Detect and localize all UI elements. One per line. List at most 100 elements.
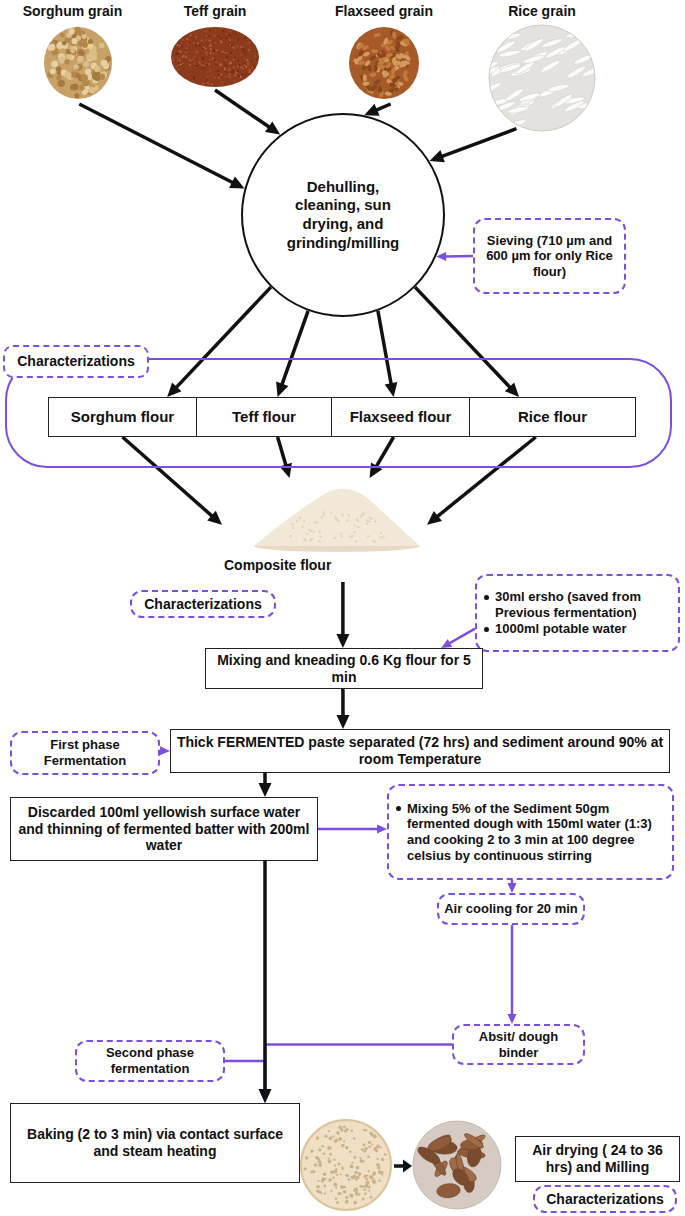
- flour-shade: [309, 539, 311, 541]
- grain: [177, 57, 179, 59]
- grain: [251, 60, 253, 62]
- injera-eye: [317, 1180, 319, 1182]
- grain: [180, 51, 182, 53]
- injera-eye: [324, 1192, 326, 1194]
- grain: [66, 54, 72, 60]
- flour-shade: [367, 535, 369, 537]
- flour-shade: [335, 518, 337, 520]
- text-wrap: Characterizations: [540, 1191, 670, 1208]
- grain: [202, 65, 204, 67]
- seed: [394, 45, 401, 53]
- injera-eye: [347, 1178, 350, 1181]
- grain-label: Teff grain: [160, 2, 270, 20]
- bullet-row: 1000ml potable water: [482, 621, 673, 637]
- injera-eye: [358, 1172, 362, 1176]
- band-heading-box: Characterizations: [3, 345, 149, 378]
- grain: [219, 63, 221, 65]
- seed: [369, 54, 377, 61]
- grain: [235, 33, 237, 35]
- flour-shade: [313, 531, 315, 533]
- grain: [56, 66, 61, 71]
- text-wrap: 30ml ersho (saved from Previous fermenta…: [482, 588, 673, 638]
- grain: [64, 59, 69, 64]
- connector-line: [440, 129, 516, 157]
- connector: [508, 925, 517, 1024]
- connector: [370, 437, 394, 478]
- grain: [240, 66, 242, 68]
- grain: [223, 60, 225, 62]
- seed: [378, 85, 383, 92]
- connector-line: [378, 311, 392, 386]
- arrowhead: [505, 382, 519, 397]
- injera-eye: [349, 1151, 352, 1154]
- connector: [336, 582, 349, 648]
- grain: [246, 59, 248, 61]
- connector: [337, 689, 350, 729]
- rice-grain: [571, 117, 593, 132]
- injera-eye: [336, 1174, 338, 1176]
- flour-shade: [368, 520, 370, 522]
- flour-shade: [319, 530, 321, 532]
- grain: [182, 56, 184, 58]
- flour-pile: [254, 489, 420, 546]
- arrowhead: [377, 825, 387, 834]
- seed: [402, 70, 408, 78]
- injera-eye: [380, 1146, 382, 1148]
- grain: [210, 43, 212, 45]
- injera-eye: [329, 1153, 332, 1156]
- injera-eye: [353, 1156, 356, 1159]
- seed: [362, 44, 370, 50]
- grain: [229, 63, 231, 65]
- seed: [367, 64, 373, 72]
- grain: [236, 59, 238, 61]
- step-text: Air drying ( 24 to 36 hrs) and Milling: [521, 1142, 674, 1176]
- connector: [123, 437, 223, 525]
- seed: [385, 61, 392, 69]
- arrowhead: [160, 746, 170, 755]
- injera-eye: [304, 1167, 307, 1170]
- injera-eye: [354, 1171, 357, 1174]
- seed: [374, 64, 378, 71]
- grain: [216, 50, 218, 52]
- note-text: Absit/ dough binder: [459, 1029, 578, 1060]
- injera-eye: [335, 1187, 337, 1189]
- injera-eye: [338, 1192, 341, 1195]
- injera-eye: [335, 1139, 338, 1142]
- grain: [202, 47, 204, 49]
- grain: [253, 65, 255, 67]
- rice-grain: [553, 92, 574, 109]
- grain: [206, 63, 208, 65]
- injera-eye: [336, 1131, 340, 1135]
- grain: [178, 62, 180, 64]
- connector: [427, 437, 536, 525]
- grain: [172, 57, 174, 59]
- rice-grain: [518, 91, 541, 102]
- injera-eye: [381, 1173, 384, 1176]
- grain: [256, 58, 258, 60]
- injera-eye: [328, 1130, 330, 1132]
- seed: [363, 74, 367, 81]
- grain: [221, 42, 223, 44]
- seed: [357, 49, 364, 57]
- grain: [82, 42, 88, 48]
- injera-eye: [316, 1185, 320, 1189]
- text-wrap: Sieving (710 µm and 600 µm for only Rice…: [480, 233, 619, 280]
- connector: [276, 311, 308, 397]
- bullet-dot: [484, 627, 489, 632]
- grain: [207, 76, 209, 78]
- flour-shade: [289, 535, 291, 537]
- grain: [193, 42, 195, 44]
- rice-grain: [495, 39, 517, 54]
- injera-eye: [362, 1185, 365, 1188]
- grain: [208, 64, 210, 66]
- flour-shade: [382, 536, 384, 538]
- grain: [190, 35, 192, 37]
- injera-eye: [328, 1157, 330, 1159]
- rice-grain: [499, 32, 522, 41]
- injera-eye: [345, 1146, 348, 1149]
- grain: [209, 45, 211, 47]
- grain: [197, 42, 199, 44]
- grain: [205, 35, 207, 37]
- injera-eye: [375, 1149, 378, 1152]
